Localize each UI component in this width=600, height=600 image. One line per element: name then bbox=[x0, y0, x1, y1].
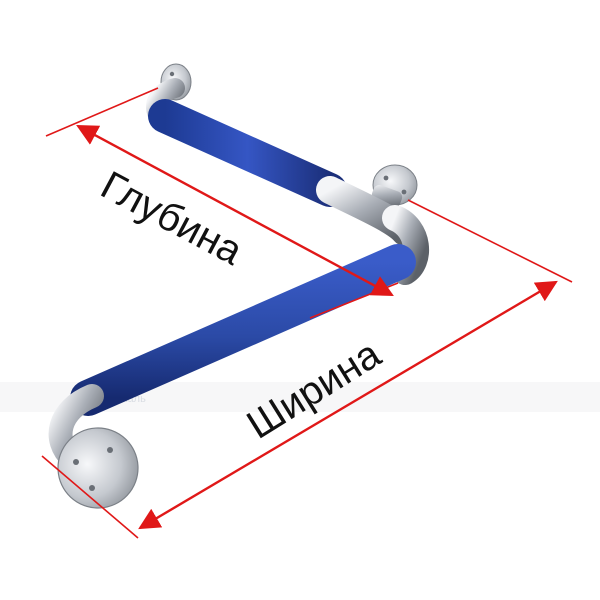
bottom-wall-flange bbox=[57, 427, 139, 509]
width-arrow bbox=[138, 280, 558, 530]
depth-extension-top bbox=[45, 87, 159, 137]
width-extension-left bbox=[41, 455, 139, 539]
width-extension-right bbox=[407, 199, 573, 283]
depth-label: Глубина bbox=[94, 163, 250, 274]
depth-arrow bbox=[76, 124, 394, 297]
depth-grip bbox=[148, 99, 347, 207]
